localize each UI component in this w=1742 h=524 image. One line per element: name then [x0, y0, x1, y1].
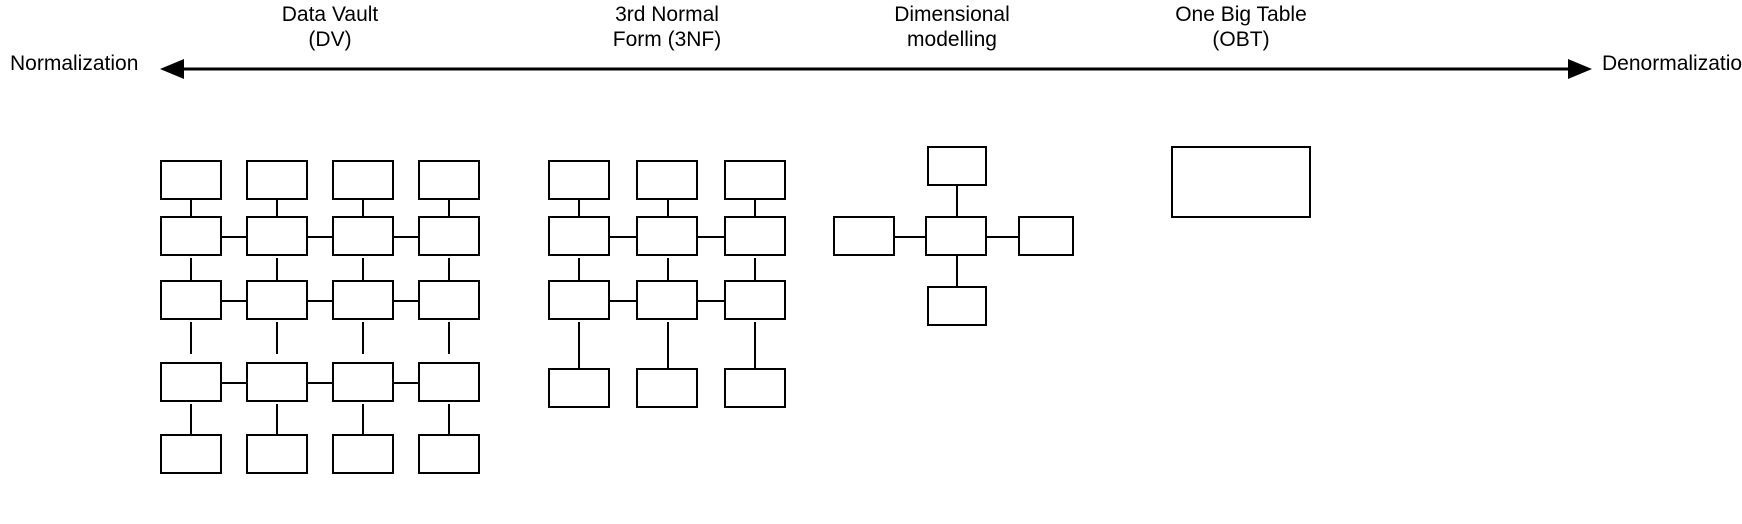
- table-node[interactable]: [160, 216, 222, 256]
- dimension-table-node[interactable]: [927, 146, 987, 186]
- table-node[interactable]: [636, 280, 698, 320]
- stage-title-dimensional-modelling: Dimensional modelling: [852, 2, 1052, 52]
- connector-vertical: [448, 258, 451, 290]
- table-node[interactable]: [160, 280, 222, 320]
- table-node[interactable]: [724, 368, 786, 408]
- spectrum-arrow-icon: [160, 56, 1592, 82]
- table-node[interactable]: [160, 160, 222, 200]
- connector-vertical: [362, 322, 365, 354]
- table-node[interactable]: [636, 368, 698, 408]
- dimension-table-node[interactable]: [833, 216, 895, 256]
- connector-vertical: [754, 198, 757, 226]
- stage-title-line-1: One Big Table: [1175, 3, 1307, 26]
- table-node[interactable]: [548, 160, 610, 200]
- connector-vertical: [448, 322, 451, 354]
- connector-vertical: [956, 186, 959, 218]
- stage-title-one-big-table: One Big Table (OBT): [1141, 2, 1341, 52]
- connector-vertical: [667, 322, 670, 370]
- axis-label-normalization: Normalization: [10, 52, 139, 75]
- stage-title-line-2: (OBT): [1212, 28, 1270, 51]
- table-node[interactable]: [548, 368, 610, 408]
- connector-vertical: [362, 404, 365, 436]
- connector-vertical: [190, 404, 193, 436]
- connector-vertical: [362, 258, 365, 290]
- connector-vertical: [667, 198, 670, 226]
- table-node[interactable]: [332, 160, 394, 200]
- dimension-table-node[interactable]: [1018, 216, 1074, 256]
- table-node[interactable]: [724, 160, 786, 200]
- table-node[interactable]: [246, 362, 308, 402]
- table-node[interactable]: [332, 216, 394, 256]
- connector-vertical: [754, 322, 757, 370]
- table-node[interactable]: [332, 280, 394, 320]
- connector-vertical: [276, 322, 279, 354]
- connector-vertical: [578, 322, 581, 370]
- table-node[interactable]: [160, 362, 222, 402]
- connector-vertical: [956, 254, 959, 286]
- table-node[interactable]: [418, 434, 480, 474]
- connector-vertical: [754, 258, 757, 290]
- connector-vertical: [448, 198, 451, 226]
- connector-vertical: [276, 258, 279, 290]
- table-node[interactable]: [246, 280, 308, 320]
- connector-vertical: [362, 198, 365, 226]
- stage-title-line-1: Data Vault: [281, 3, 379, 26]
- table-node[interactable]: [160, 434, 222, 474]
- table-node[interactable]: [246, 160, 308, 200]
- axis-label-denormalization: Denormalization: [1602, 52, 1742, 75]
- table-node[interactable]: [246, 216, 308, 256]
- connector-vertical: [276, 198, 279, 226]
- connector-horizontal: [986, 236, 1020, 239]
- stage-title-data-vault: Data Vault (DV): [230, 2, 430, 52]
- table-node[interactable]: [418, 362, 480, 402]
- table-node[interactable]: [548, 280, 610, 320]
- table-node[interactable]: [418, 280, 480, 320]
- table-node[interactable]: [724, 280, 786, 320]
- stage-title-line-2: modelling: [907, 28, 997, 51]
- connector-vertical: [578, 258, 581, 290]
- one-big-table-node[interactable]: [1171, 146, 1311, 218]
- stage-title-3nf: 3rd Normal Form (3NF): [567, 2, 767, 52]
- connector-horizontal: [893, 236, 927, 239]
- table-node[interactable]: [724, 216, 786, 256]
- connector-vertical: [276, 404, 279, 436]
- table-node[interactable]: [418, 160, 480, 200]
- stage-title-line-2: (DV): [308, 28, 352, 51]
- connector-vertical: [578, 198, 581, 226]
- table-node[interactable]: [636, 216, 698, 256]
- table-node[interactable]: [246, 434, 308, 474]
- table-node[interactable]: [418, 216, 480, 256]
- dimension-table-node[interactable]: [927, 286, 987, 326]
- stage-title-line-1: Dimensional: [894, 3, 1010, 26]
- fact-table-node[interactable]: [925, 216, 987, 256]
- connector-vertical: [190, 258, 193, 290]
- table-node[interactable]: [548, 216, 610, 256]
- stage-title-line-2: Form (3NF): [612, 28, 722, 51]
- connector-vertical: [190, 322, 193, 354]
- table-node[interactable]: [636, 160, 698, 200]
- table-node[interactable]: [332, 362, 394, 402]
- table-node[interactable]: [332, 434, 394, 474]
- connector-vertical: [190, 198, 193, 226]
- stage-title-line-1: 3rd Normal: [615, 3, 719, 26]
- connector-vertical: [448, 404, 451, 436]
- connector-vertical: [667, 258, 670, 290]
